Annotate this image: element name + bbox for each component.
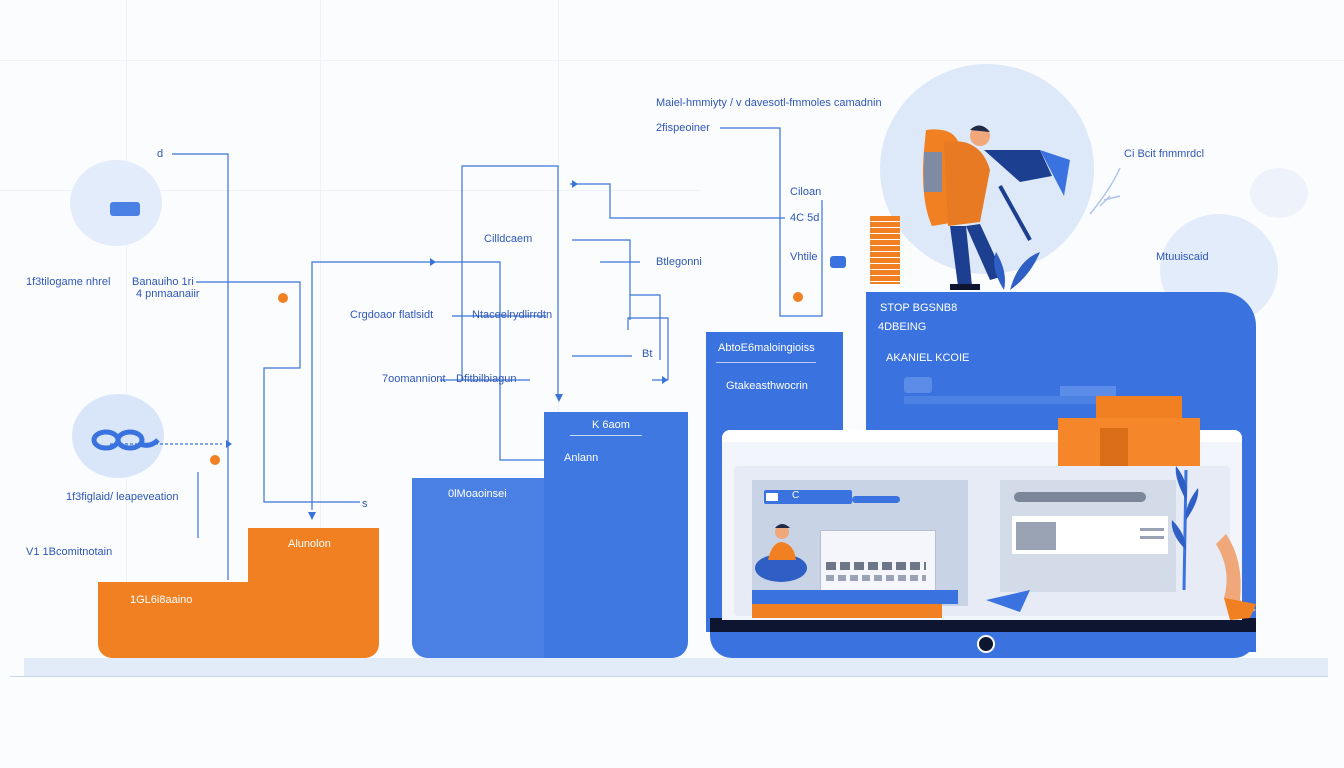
screen-footer-bar (752, 590, 958, 604)
header-line-2: 2fispeoiner (656, 122, 710, 134)
grid-line (0, 60, 1344, 61)
ground-strip (24, 658, 1328, 676)
blue-block-lower-left (412, 478, 544, 658)
mid-label-2: Crgdoaor flatlsidt (350, 309, 434, 321)
ground-line (10, 676, 1328, 677)
mid-label-1: Cilldcaem (484, 233, 533, 245)
window-list-dots (826, 562, 926, 570)
mid-label-6: Btlegonni (656, 256, 702, 268)
bg-blob (1250, 168, 1308, 218)
blue-block-title-underline (570, 435, 642, 436)
small-panel-label-2: Gtakeasthwocrin (726, 380, 808, 392)
orange-block-upper (248, 528, 379, 588)
window-card-line (1140, 536, 1164, 539)
small-panel-label-1: AbtoE6maloingioiss (718, 342, 815, 354)
window-slider-bar (852, 496, 900, 503)
window-list-dots (826, 575, 926, 581)
mid-label-3: Ntaceelrydlirrdtn (472, 309, 553, 321)
left-label-c: 1f3figlaid/ leapeveation (66, 491, 179, 503)
large-panel-label-2: 4DBEING (878, 321, 927, 333)
right-mid-label: Mtuuiscaid (1156, 251, 1209, 263)
large-panel-bar (904, 396, 1104, 404)
window-chip (764, 490, 852, 504)
left-label-b2: Banauiho 1ri (132, 276, 194, 288)
left-label-a: d (157, 148, 164, 160)
right-top-label: Ci Bcit fnmmrdcl (1124, 148, 1205, 160)
header-line-1: Maiel-hmmiyty / v davesotl-fmmoles camad… (656, 97, 882, 109)
blue-block-sub: Anlann (564, 452, 599, 464)
mid-label-7: Bt (642, 348, 653, 360)
orange-block-label-1: Alunolon (288, 538, 331, 550)
orange-block-label-2: 1GL6i8aaino (130, 594, 193, 606)
large-panel-bar (1060, 386, 1116, 396)
orange-box-front (1058, 418, 1200, 466)
mid-label-5: Dfitbilbiagun (456, 373, 517, 385)
cloud-icon (110, 202, 140, 216)
grid-line (320, 0, 321, 660)
left-label-d: V1 1Bcomitnotain (26, 546, 113, 558)
small-panel-underline (716, 362, 816, 363)
window-card-inner (1016, 522, 1056, 550)
top-label-3: Vhtile (790, 251, 818, 263)
orange-stack-top (870, 216, 900, 284)
screen-footer-orange (752, 604, 942, 618)
side-label-s: s (362, 498, 368, 510)
window-card-line (1140, 528, 1164, 531)
blue-block-title: K 6aom (592, 419, 630, 431)
laptop-camera-icon (977, 635, 995, 653)
large-panel-bar (904, 377, 932, 393)
mid-label-4: 7oomanniont (382, 373, 446, 385)
window-list (820, 530, 936, 592)
orange-block-lower (98, 582, 379, 658)
large-panel-label-1: STOP BGSNB8 (880, 302, 958, 314)
blue-block-main: 0lMoaoinsei (448, 488, 507, 500)
grid-line (0, 190, 700, 191)
window-input (1014, 492, 1146, 502)
window-chip-label: C (792, 490, 800, 501)
blue-block-upper (544, 412, 688, 482)
top-label-2: 4C 5d (790, 212, 820, 224)
grid-line (126, 0, 127, 660)
window-chip-accent (766, 493, 778, 501)
large-panel-label-3: AKANIEL KCOIE (886, 352, 970, 364)
left-label-b3: 4 pnmaanaiir (136, 288, 200, 300)
laptop-black-strip (710, 618, 1256, 632)
top-label-1: Ciloan (790, 186, 822, 198)
orange-box-shade (1100, 428, 1128, 466)
left-label-b1: 1f3tilogame nhrel (26, 276, 111, 288)
